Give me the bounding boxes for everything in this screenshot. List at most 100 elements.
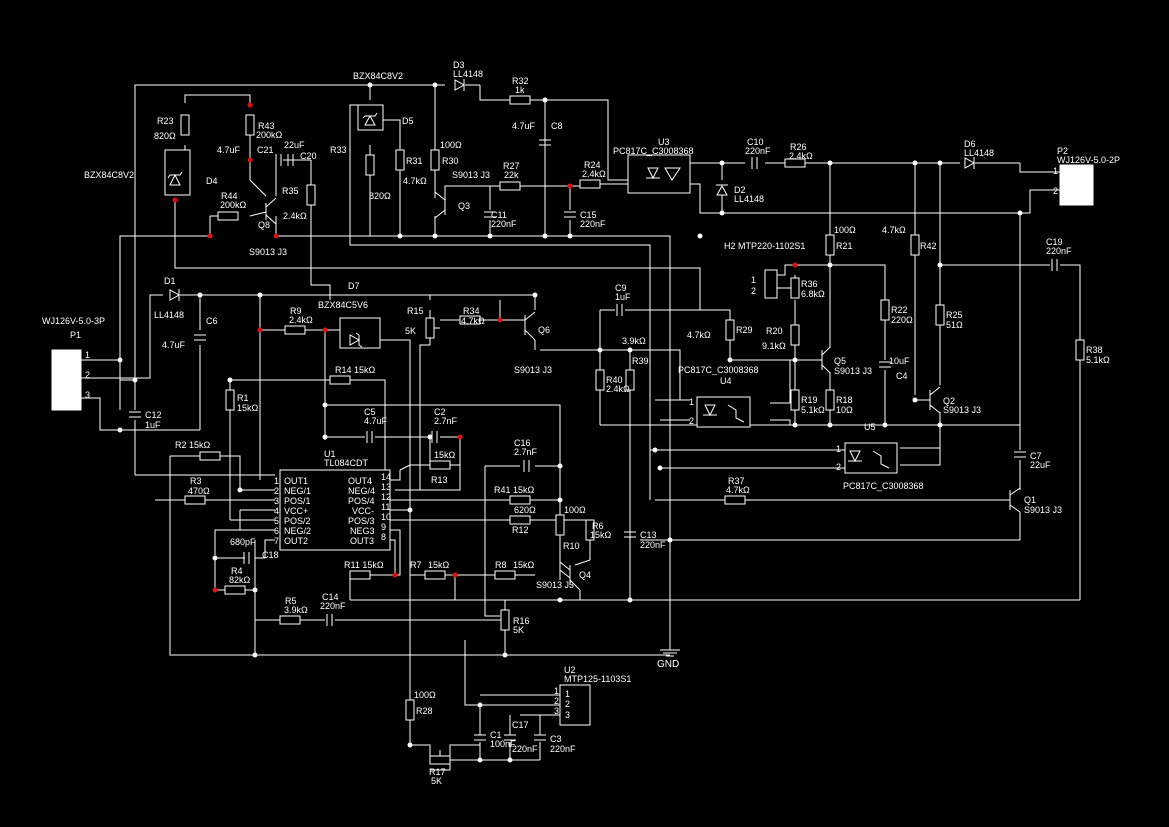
r12-val: 620Ω <box>514 505 536 515</box>
r17-ref: R17 <box>429 767 446 777</box>
resistor-r26 <box>784 158 806 168</box>
resistor-r35 <box>306 184 316 206</box>
capacitor-c10 <box>751 157 758 169</box>
capacitor-c21 <box>275 154 282 166</box>
r41-label: R41 15kΩ <box>494 485 535 495</box>
connector-p1-body <box>51 349 82 411</box>
u1-num-11: 11 <box>381 502 390 512</box>
transistor-q5 <box>812 346 831 374</box>
capacitor-c19 <box>1051 259 1058 271</box>
c1-ref: C1 <box>490 730 502 740</box>
capacitor-c7 <box>1014 451 1026 458</box>
capacitor-c16 <box>523 460 530 472</box>
r20-ref: R20 <box>766 326 783 336</box>
r44-val: 200kΩ <box>220 200 247 210</box>
d7-ref: D7 <box>348 281 360 291</box>
d3-ref: D3 <box>453 60 465 70</box>
potentiometer-r16 <box>500 609 510 631</box>
capacitor-c14 <box>326 614 333 626</box>
c20-val: 22uF <box>284 140 305 150</box>
resistor-r13 <box>429 460 451 470</box>
r35-val: 2.4kΩ <box>283 211 307 221</box>
c8-val: 4.7uF <box>512 121 536 131</box>
r19-val: 5.1kΩ <box>801 405 825 415</box>
u1-pin-vccp: VCC+ <box>284 506 308 516</box>
r10-ref: R10 <box>563 541 580 551</box>
resistor-r36 <box>790 277 800 299</box>
r10-val: 100Ω <box>564 505 586 515</box>
zener-d5 <box>357 104 384 131</box>
r31-val: 4.7kΩ <box>403 176 427 186</box>
r28-ref: R28 <box>416 706 433 716</box>
r21-val: 100Ω <box>834 225 856 235</box>
c12-val: 1uF <box>145 420 161 430</box>
c16-val: 2.7nF <box>514 447 538 457</box>
q8-ref: Q8 <box>258 220 270 230</box>
u2-part: MTP125-1103S1 <box>564 674 631 684</box>
capacitor-c1 <box>474 734 486 741</box>
capacitor-c3 <box>534 734 546 741</box>
r33-val: 820Ω <box>369 191 391 201</box>
capacitor-c20 <box>287 154 294 166</box>
resistor-r6 <box>585 519 595 541</box>
junctions <box>117 82 1023 763</box>
u1-pin-pos4: POS/4 <box>348 496 375 506</box>
connector-p2-body <box>1059 164 1094 206</box>
r20-val: 9.1kΩ <box>762 341 786 351</box>
resistor-r38 <box>1075 339 1085 361</box>
u1-num-3: 3 <box>274 496 279 506</box>
capacitor-c9 <box>616 304 623 316</box>
c6-ref: C6 <box>206 316 218 326</box>
c1-val: 100nF <box>490 739 516 749</box>
d5-ref: D5 <box>402 116 414 126</box>
c13-ref: C13 <box>640 530 657 540</box>
transistor-q2 <box>929 386 941 414</box>
q5-part: S9013 J3 <box>834 366 872 376</box>
r26-ref: R26 <box>790 142 807 152</box>
d4-ref: D4 <box>206 176 218 186</box>
q6-part: S9013 J3 <box>514 365 552 375</box>
resistor-r34 <box>459 315 481 325</box>
resistor-r25 <box>935 304 945 326</box>
resistor-r11 <box>349 570 371 580</box>
r43-ref: R43 <box>258 121 275 131</box>
h2-pin-1: 1 <box>751 275 756 285</box>
r44-ref: R44 <box>221 191 238 201</box>
u4-pin-1: 1 <box>689 397 694 407</box>
capacitor-c15 <box>564 211 576 218</box>
transistor-q6 <box>524 311 536 341</box>
r15-val: 5K <box>405 326 416 336</box>
optocoupler-u3 <box>627 154 691 194</box>
resistor-r3 <box>184 495 206 505</box>
resistor-r2 <box>199 451 221 461</box>
q3-part: S9013 J3 <box>452 170 490 180</box>
c9-ref: C9 <box>615 283 627 293</box>
r22-val: 220Ω <box>891 315 913 325</box>
labels: D3 LL4148 BZX84C8V2 R32 1k R23 820Ω R43 … <box>42 60 1120 786</box>
r40-val: 2.4kΩ <box>606 384 630 394</box>
u1-num-2: 2 <box>274 486 279 496</box>
u1-ref: U1 <box>324 449 336 459</box>
resistor-r14 <box>329 375 351 385</box>
r30-val: 100Ω <box>440 140 462 150</box>
resistor-r40 <box>595 369 605 391</box>
u1-num-5: 5 <box>274 516 279 526</box>
resistor-r37 <box>724 495 746 505</box>
resistor-r32 <box>509 95 531 105</box>
r26-val: 2.4kΩ <box>789 151 813 161</box>
r34-val: 4.7kΩ <box>461 316 485 326</box>
h2-label: H2 MTP220-1102S1 <box>724 241 805 251</box>
u2-ref: U2 <box>564 665 576 675</box>
capacitor-c13 <box>624 531 636 538</box>
u1-num-8: 8 <box>381 532 386 542</box>
u1-num-6: 6 <box>274 526 279 536</box>
u5-ref: U5 <box>864 422 876 432</box>
r21-ref: R21 <box>836 241 853 251</box>
resistor-r19 <box>790 389 800 411</box>
c11-ref: C11 <box>491 210 507 220</box>
c3-val: 220nF <box>550 744 576 754</box>
u2-body-pin-1: 1 <box>565 689 570 699</box>
r16-ref: R16 <box>513 616 530 626</box>
u1-num-7: 7 <box>274 536 279 546</box>
u3-ref: U3 <box>658 137 670 147</box>
